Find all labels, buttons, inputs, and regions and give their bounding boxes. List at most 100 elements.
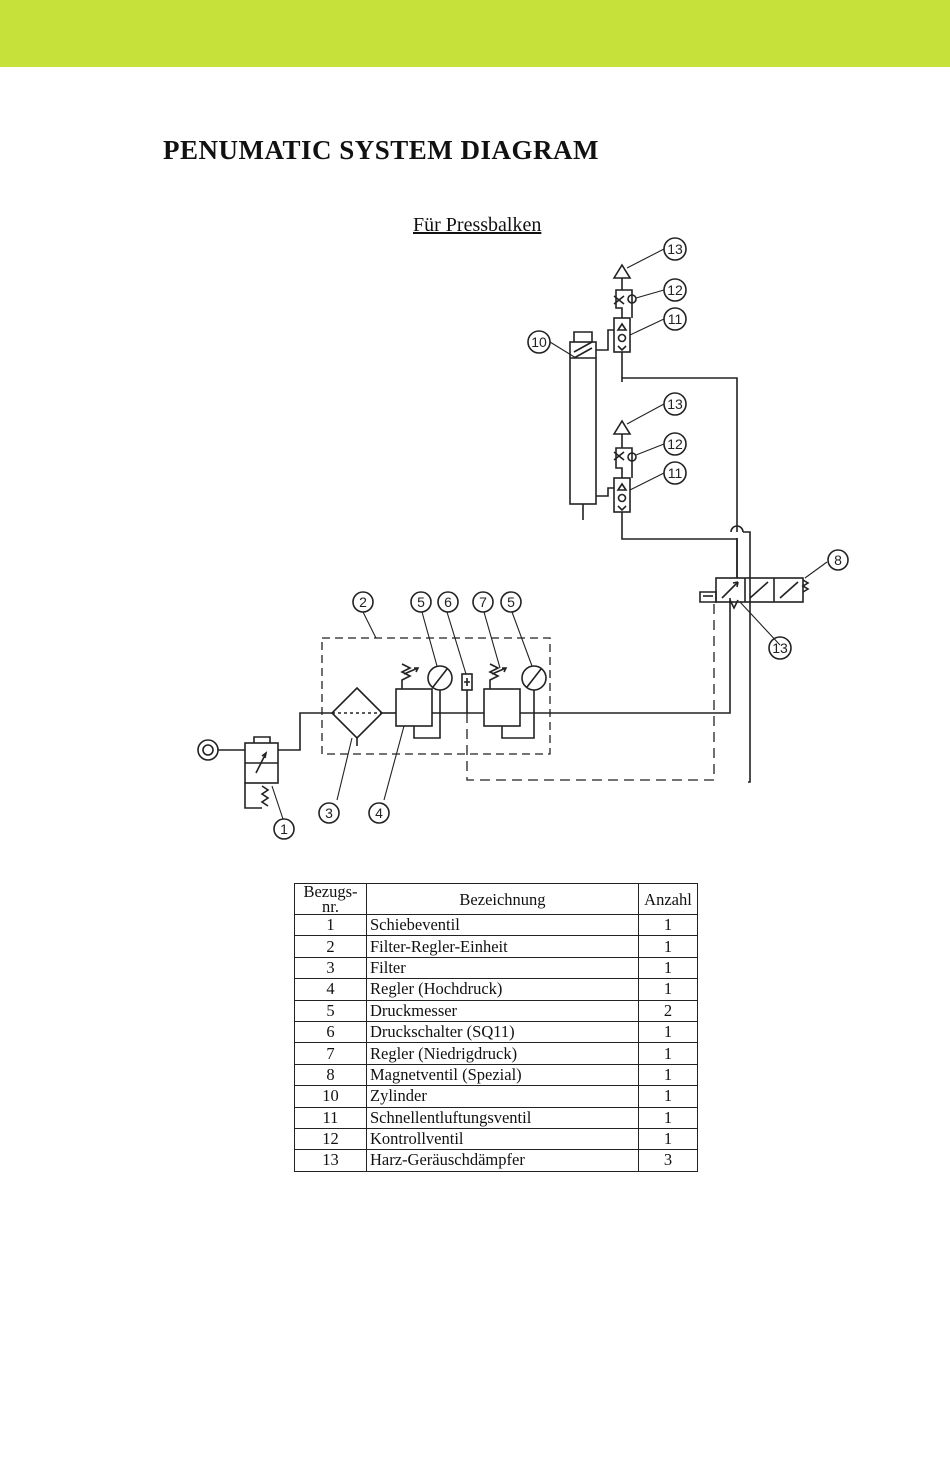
svg-text:6: 6 [444, 594, 452, 610]
cell-ref: 7 [294, 1042, 367, 1065]
svg-text:13: 13 [667, 396, 683, 412]
callout-bubble: 6 [437, 591, 459, 613]
cell-name: Zylinder [366, 1085, 639, 1108]
header-quantity: Anzahl [638, 883, 698, 915]
cell-name: Schiebeventil [366, 913, 639, 937]
cell-ref: 10 [294, 1085, 367, 1108]
header-ref-number: Bezugs-nr. [294, 883, 367, 915]
filter-symbol [330, 686, 384, 746]
cell-name: Regler (Hochdruck) [366, 978, 639, 1001]
cell-name: Magnetventil (Spezial) [366, 1063, 639, 1087]
cell-ref: 11 [294, 1106, 367, 1129]
callout-bubble: 5 [500, 591, 522, 613]
pressure-gauge-symbol [501, 665, 547, 739]
cell-qty: 3 [638, 1149, 698, 1172]
page-title: PENUMATIC SYSTEM DIAGRAM [163, 135, 600, 165]
table-row: 12 Kontrollventil 1 [294, 1127, 698, 1151]
quick-exhaust-valve-symbol [613, 317, 631, 378]
svg-text:5: 5 [507, 594, 515, 610]
svg-text:5: 5 [417, 594, 425, 610]
svg-text:13: 13 [667, 241, 683, 257]
cell-name: Harz-Geräuschdämpfer [366, 1149, 639, 1172]
svg-text:3: 3 [325, 805, 333, 821]
quick-exhaust-valve-symbol [613, 477, 631, 513]
solenoid-valve-symbol [699, 577, 810, 603]
cell-ref: 6 [294, 1020, 367, 1044]
header-description: Bezeichnung [366, 883, 639, 915]
svg-text:7: 7 [479, 594, 487, 610]
callout-bubble: 1 [273, 818, 295, 840]
svg-text:13: 13 [772, 640, 788, 656]
svg-text:10: 10 [531, 334, 547, 350]
svg-text:11: 11 [668, 465, 683, 481]
table-row: 1 Schiebeventil 1 [294, 913, 698, 937]
callout-bubble: 2 [352, 591, 374, 613]
table-row: 11 Schnellentluftungsventil 1 [294, 1106, 698, 1129]
callout-leader-lines [271, 248, 828, 820]
cell-qty: 1 [638, 1085, 698, 1108]
cell-qty: 1 [638, 1106, 698, 1129]
callout-bubble: 13 [663, 392, 687, 416]
low-pressure-regulator-symbol [483, 663, 521, 727]
main-supply-line [218, 598, 731, 751]
cell-ref: 3 [294, 956, 367, 980]
top-color-bar [0, 0, 950, 67]
cell-ref: 12 [294, 1127, 367, 1151]
callout-bubble: 8 [827, 549, 849, 571]
table-row: 8 Magnetventil (Spezial) 1 [294, 1063, 698, 1087]
cell-qty: 1 [638, 1020, 698, 1044]
silencer-symbol [729, 599, 739, 610]
callout-bubble: 11 [663, 461, 687, 485]
svg-text:12: 12 [667, 282, 683, 298]
cell-name: Filter-Regler-Einheit [366, 935, 639, 958]
cell-qty: 1 [638, 935, 698, 958]
pilot-line-dashed [466, 604, 715, 781]
cell-qty: 1 [638, 1063, 698, 1087]
callout-bubble: 13 [768, 636, 792, 660]
callout-bubble: 11 [663, 307, 687, 331]
cell-name: Druckmesser [366, 999, 639, 1022]
check-valve-symbol [613, 434, 637, 478]
cell-ref: 2 [294, 935, 367, 958]
table-row: 7 Regler (Niedrigdruck) 1 [294, 1042, 698, 1065]
callout-bubble: 12 [663, 432, 687, 456]
cell-ref: 1 [294, 913, 367, 937]
cell-qty: 1 [638, 1127, 698, 1151]
parts-table: Bezugs-nr. Bezeichnung Anzahl 1 Schiebev… [294, 883, 698, 1172]
cylinder-symbol [569, 329, 614, 520]
cell-name: Druckschalter (SQ11) [366, 1020, 639, 1044]
table-row: 4 Regler (Hochdruck) 1 [294, 978, 698, 1001]
check-valve-symbol [613, 278, 637, 318]
table-row: 2 Filter-Regler-Einheit 1 [294, 935, 698, 958]
pressure-gauge-symbol [427, 665, 453, 700]
callout-bubble: 7 [472, 591, 494, 613]
table-header-row: Bezugs-nr. Bezeichnung Anzahl [294, 883, 698, 915]
cell-qty: 1 [638, 913, 698, 937]
callout-bubble: 10 [527, 330, 551, 354]
cell-qty: 2 [638, 999, 698, 1022]
output-line-rod-side [621, 377, 751, 783]
cell-ref: 13 [294, 1149, 367, 1172]
cell-name: Filter [366, 956, 639, 980]
svg-text:12: 12 [667, 436, 683, 452]
cell-ref: 4 [294, 978, 367, 1001]
table-row: 13 Harz-Geräuschdämpfer 3 [294, 1149, 698, 1172]
svg-text:4: 4 [375, 805, 383, 821]
cell-qty: 1 [638, 956, 698, 980]
cell-name: Schnellentluftungsventil [366, 1106, 639, 1129]
callout-bubble: 4 [368, 802, 390, 824]
cell-qty: 1 [638, 978, 698, 1001]
cell-ref: 5 [294, 999, 367, 1022]
svg-text:11: 11 [668, 311, 683, 327]
cell-name: Regler (Niedrigdruck) [366, 1042, 639, 1065]
supply-coupling-symbol [197, 739, 219, 761]
slide-valve-symbol [244, 736, 279, 809]
silencer-symbol [612, 419, 632, 435]
callout-bubble: 3 [318, 802, 340, 824]
table-row: 6 Druckschalter (SQ11) 1 [294, 1020, 698, 1044]
table-row: 5 Druckmesser 2 [294, 999, 698, 1022]
pressure-switch-symbol [461, 673, 473, 713]
cell-ref: 8 [294, 1063, 367, 1087]
callout-bubble: 5 [410, 591, 432, 613]
filter-regulator-unit-boundary [321, 637, 551, 755]
